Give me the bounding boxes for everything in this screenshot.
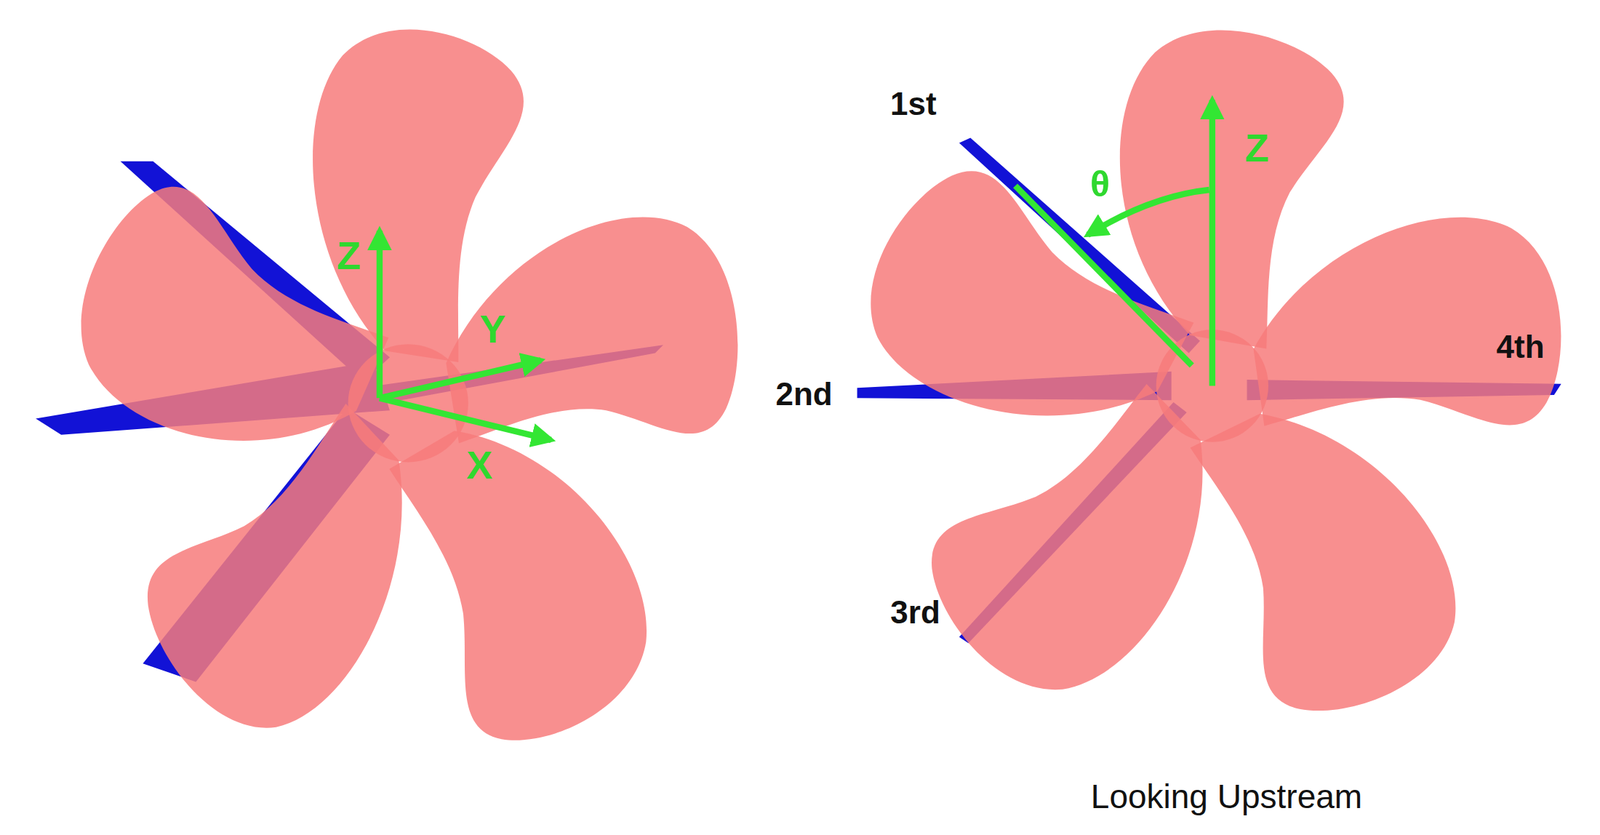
- view-caption: Looking Upstream: [1090, 779, 1363, 814]
- propeller: [837, 13, 1575, 740]
- axis-line: [379, 360, 542, 398]
- axis-line: [376, 230, 383, 398]
- strut-label: 2nd: [775, 378, 832, 411]
- strut-label: 3rd: [890, 596, 940, 629]
- propeller-blade: [288, 15, 531, 368]
- angle-label: θ: [1090, 165, 1110, 203]
- propeller: [50, 15, 753, 771]
- strut-label: 4th: [1496, 330, 1545, 363]
- axis-label: X: [466, 445, 493, 485]
- axis-label: Z: [1245, 128, 1270, 168]
- axis-label: Y: [480, 309, 507, 349]
- axes: [379, 230, 552, 440]
- reference-line: [1015, 185, 1192, 366]
- axis-line: [379, 397, 552, 440]
- strut-label: 1st: [890, 88, 937, 120]
- axis-line: [1209, 100, 1216, 387]
- axis-label: Z: [336, 235, 361, 275]
- axes: [1015, 100, 1213, 387]
- propeller-blade: [50, 163, 403, 509]
- propeller-blade: [837, 148, 1211, 483]
